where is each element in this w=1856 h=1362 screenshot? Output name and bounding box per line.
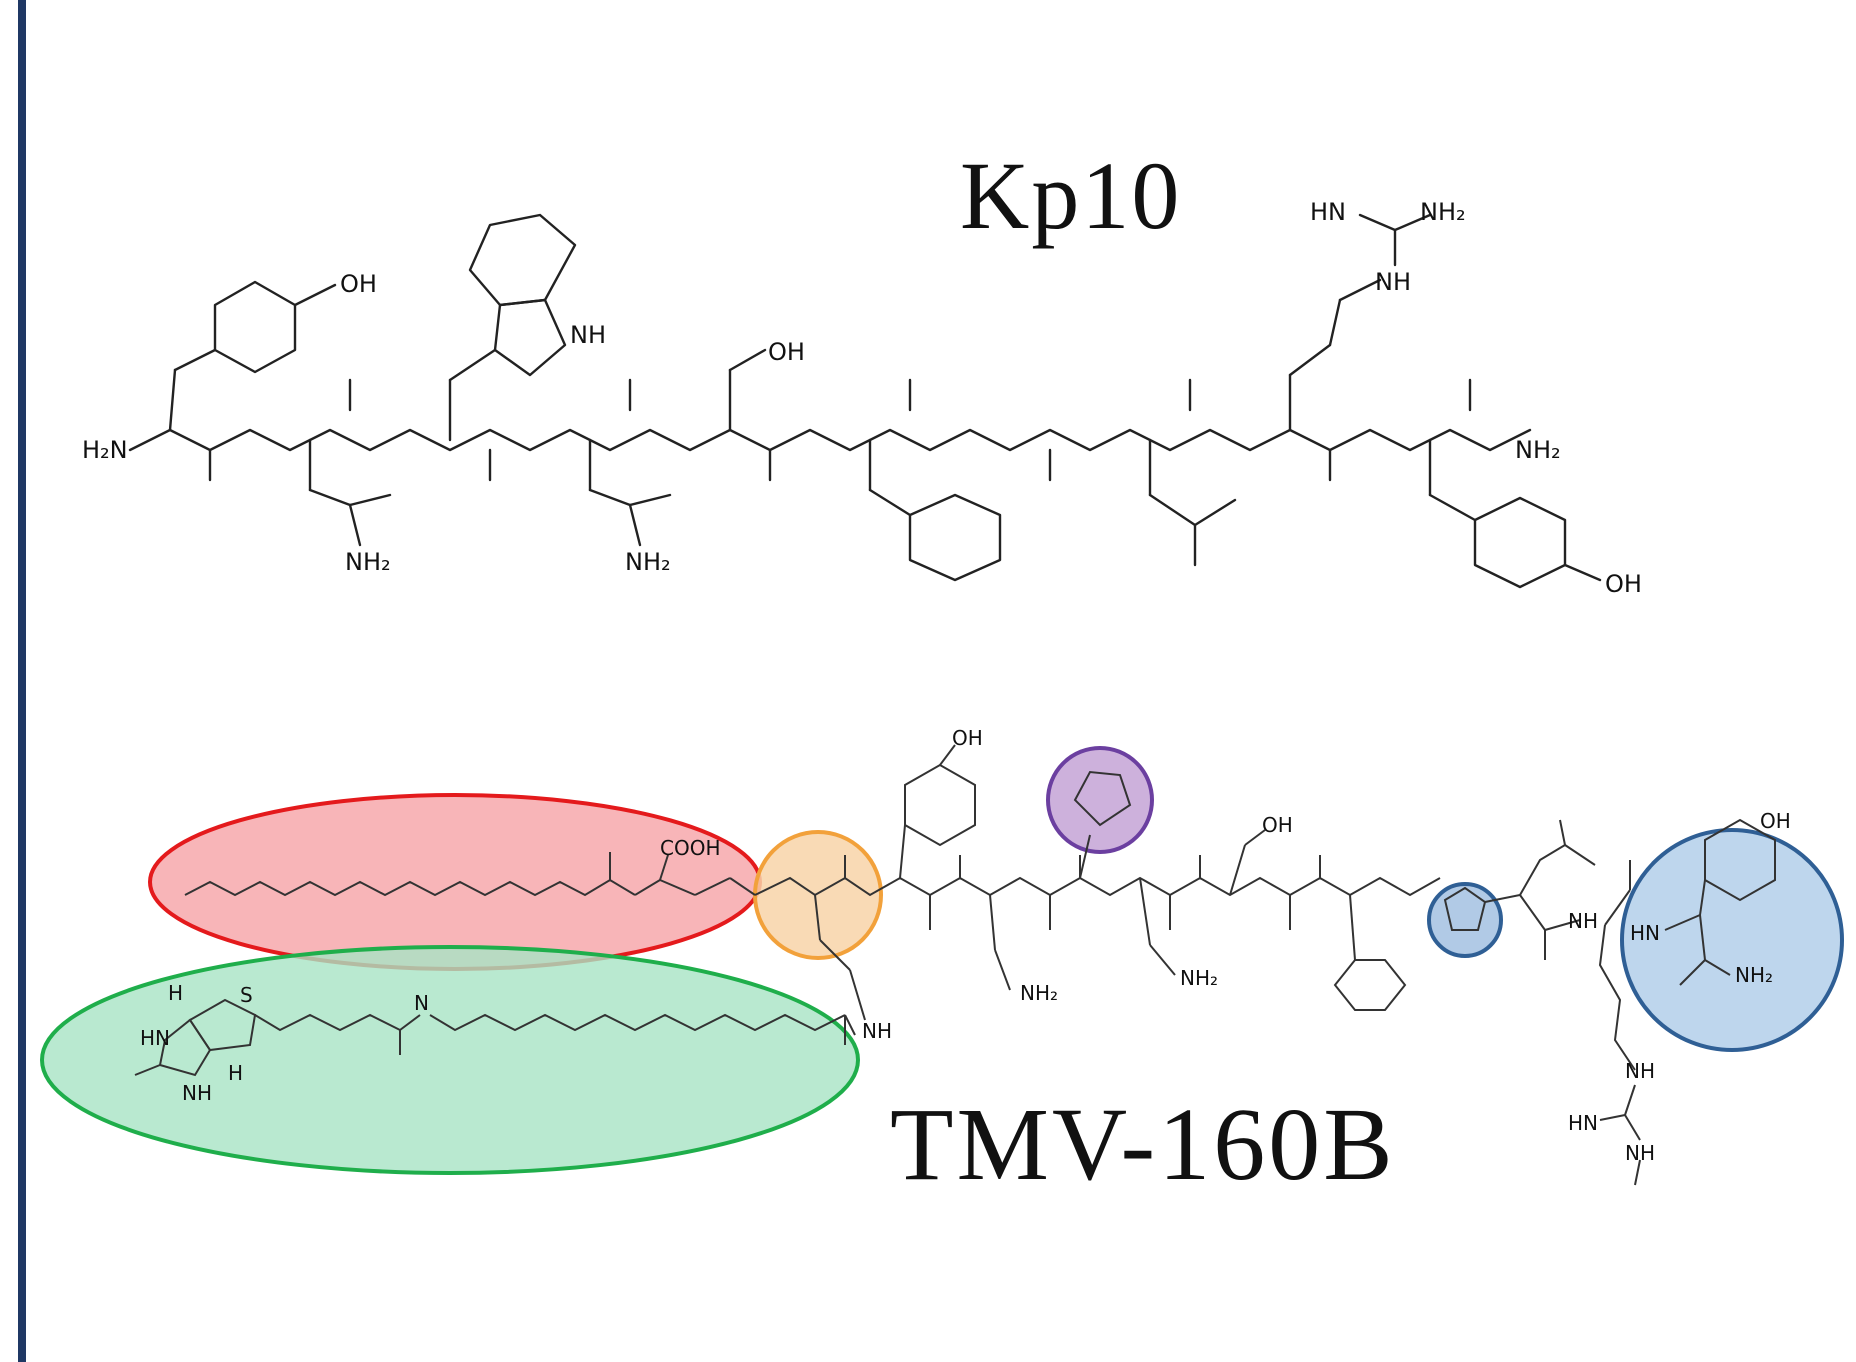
kp10-arginine [1288,213,1432,432]
kp10-c-terminus-label: NH₂ [1515,436,1561,464]
tyrosine-amide-highlight [1620,828,1844,1052]
cooh-label: COOH [660,836,721,860]
lysine-linker-highlight [753,830,883,960]
kp10-serine-oh-label: OH [768,338,805,366]
biotin-peg-chain: S HN NH H H N [134,981,856,1105]
slide-left-accent-bar [18,0,26,1362]
triazole-highlight [1427,882,1503,958]
kp10-indole-nh-label: NH [570,321,606,349]
tmv-arg-nh-label: NH [1625,1059,1655,1083]
lysine-nh-label: NH [862,1019,892,1043]
kp10-oh-label: OH [340,270,377,298]
tmv-serine: OH [1229,813,1293,896]
kp10-title: Kp10 [960,142,1182,249]
biotin-hn-label: HN [140,1026,170,1050]
kp10-asparagine-2 [588,438,672,547]
biotin-h-a-label: H [168,981,183,1005]
kp10-tyrosine-2 [1428,438,1602,589]
tmv-asn1-nh2-label: NH₂ [1020,981,1058,1005]
kp10-asn1-nh2-label: NH₂ [345,548,391,576]
tmv-c-terminus-label: NH₂ [1735,963,1773,987]
kp10-tryptophan [448,213,577,442]
tmv-arg-hn-label: HN [1568,1111,1598,1135]
biotin-peg-highlight [40,945,860,1175]
tmv-asparagine-1: NH₂ [989,894,1058,1005]
kp10-guanidine-nh2-label: NH₂ [1420,198,1466,226]
kp10-carbonyls [208,378,1472,482]
tmv-tyr-hn-label: HN [1630,921,1660,945]
tmv160b-title: TMV-160B [890,1087,1396,1202]
biotin-s-label: S [240,983,253,1007]
kp10-hn-label: HN [1310,198,1346,226]
tmv-phenylalanine [1333,894,1407,1011]
kp10-n-terminus-label: H₂N [82,436,128,464]
triazole-ring [1443,886,1487,931]
biotin-h-b-label: H [228,1061,243,1085]
tmv-tyrosine-2: HN OH NH₂ [1604,809,1791,987]
lipid-chain [184,878,636,897]
biotin-nh-label: NH [182,1081,212,1105]
furan-ring [1073,770,1132,879]
tmv-tyr-oh-label: OH [952,726,983,750]
tmv-ser-oh-label: OH [1262,813,1293,837]
tmv-backbone [754,876,1441,897]
kp10-serine [728,348,767,432]
tmv-asn2-nh2-label: NH₂ [1180,966,1218,990]
kp10-phenylalanine [868,438,1002,582]
tmv-tyrosine-1: OH [899,726,983,879]
kp10-tyrosine-1 [168,280,337,432]
tmv-leucine: NH [1484,819,1598,960]
kp10-leucine [1148,438,1237,567]
tmv-arginine: NH HN NH [1568,924,1655,1186]
tmv-tyr2-oh-label: OH [1760,809,1791,833]
tmv-arg-nh2-label: NH [1625,1141,1655,1165]
kp10-asparagine-1 [308,438,392,547]
kp10-backbone [128,428,1532,452]
kp10-tyr2-oh-label: OH [1605,570,1642,598]
lipid-chain-highlight [148,793,762,971]
kp10-guanidine-nh-label: NH [1375,268,1411,296]
tmv-asparagine-2: NH₂ [1139,877,1218,990]
tmv-leu-nh-label: NH [1568,909,1598,933]
peg-n-label: N [414,991,429,1015]
furan-highlight [1046,746,1154,854]
kp10-asn2-nh2-label: NH₂ [625,548,671,576]
